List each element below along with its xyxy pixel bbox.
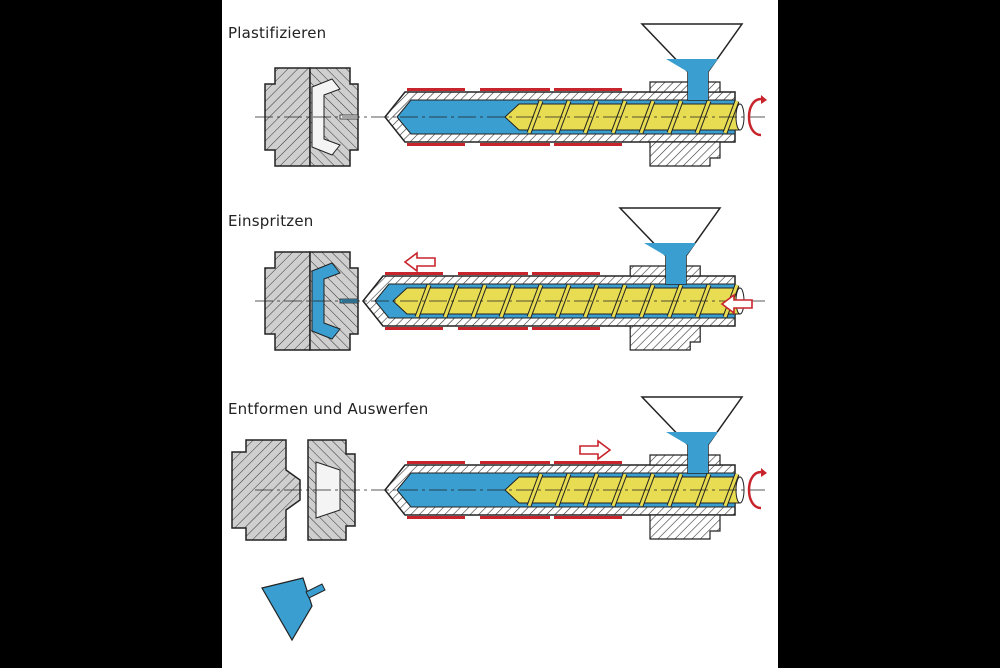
stage-2 <box>255 207 765 351</box>
rotation-arc <box>747 97 762 137</box>
ejected-part <box>261 577 313 642</box>
heater-band-bottom <box>554 516 622 519</box>
heater-band-top <box>532 272 600 275</box>
stage-title-einspritzen: Einspritzen <box>228 212 314 230</box>
heater-band-top <box>458 272 528 275</box>
heater-band-top <box>385 272 443 275</box>
granulate <box>644 243 696 284</box>
screw-flight <box>471 284 487 318</box>
screw-flight <box>527 100 543 134</box>
heater-band-top <box>407 88 465 91</box>
heater-band-top <box>480 88 550 91</box>
heater-band-bottom <box>480 143 550 146</box>
heater-band-bottom <box>480 516 550 519</box>
heater-band-bottom <box>385 327 443 330</box>
screw-retract-arrow-icon <box>579 439 612 461</box>
mold-cavity <box>311 262 341 340</box>
rotation-arrowhead <box>761 468 767 477</box>
heater-band-top <box>407 461 465 464</box>
heater-band-bottom <box>407 516 465 519</box>
heater-band-bottom <box>554 143 622 146</box>
screw-flight <box>499 284 515 318</box>
stage-title-plastifizieren: Plastifizieren <box>228 24 327 42</box>
stage-title-entformen: Entformen und Auswerfen <box>228 400 429 418</box>
rotation-arrow-icon <box>747 95 767 137</box>
granulate <box>666 59 718 100</box>
heater-band-bottom <box>532 327 600 330</box>
screw-flight <box>527 473 543 507</box>
rotation-arc <box>747 470 762 510</box>
granulate <box>666 432 718 473</box>
heater-band-bottom <box>458 327 528 330</box>
stage-1 <box>255 23 765 167</box>
stage-3 <box>231 396 765 541</box>
rotation-arrowhead <box>761 95 767 104</box>
heater-band-top <box>554 461 622 464</box>
injection-direction-arrow-icon <box>403 251 436 273</box>
heater-band-top <box>480 461 550 464</box>
screw-push-arrow-icon <box>720 293 753 315</box>
rotation-arrow-icon <box>747 468 767 510</box>
screw-flight <box>527 284 543 318</box>
ejected-sprue <box>305 583 326 599</box>
heater-band-bottom <box>407 143 465 146</box>
heater-band-top <box>554 88 622 91</box>
mold-cavity <box>311 78 341 156</box>
